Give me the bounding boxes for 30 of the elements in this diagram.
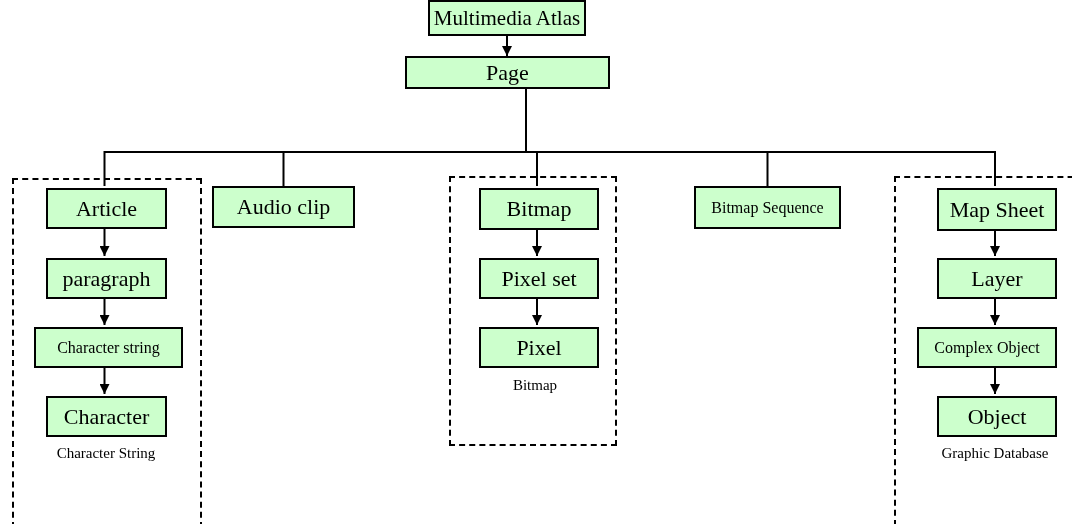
process-box: Audio clip [212, 186, 355, 228]
process-box: Page [405, 56, 610, 89]
process-box: Object [937, 396, 1057, 437]
process-box: Complex Object [917, 327, 1057, 368]
process-box: Character [46, 396, 167, 437]
group-caption: Bitmap [512, 377, 558, 394]
arrow [990, 296, 1000, 326]
process-box: Character string [34, 327, 183, 368]
process-box: Map Sheet [937, 188, 1057, 231]
arrow [502, 35, 512, 57]
dashed-group-frame [894, 176, 1072, 524]
arrow [990, 365, 1000, 395]
process-box: Bitmap [479, 188, 599, 230]
group-caption: Graphic Database [941, 445, 1049, 462]
process-box: Layer [937, 258, 1057, 299]
process-box: Pixel set [479, 258, 599, 299]
arrow [990, 228, 1000, 257]
arrow [532, 296, 542, 326]
process-box: Multimedia Atlas [428, 0, 586, 36]
process-box: paragraph [46, 258, 167, 299]
process-box: Article [46, 188, 167, 229]
group-caption: Character String [56, 445, 156, 462]
arrow [99, 365, 110, 395]
arrow [532, 227, 542, 257]
dashed-group-frame [12, 178, 202, 524]
arrow [99, 296, 110, 326]
arrow [99, 226, 110, 257]
dashed-group-frame [449, 176, 617, 446]
process-box: Bitmap Sequence [694, 186, 841, 229]
process-box: Pixel [479, 327, 599, 368]
